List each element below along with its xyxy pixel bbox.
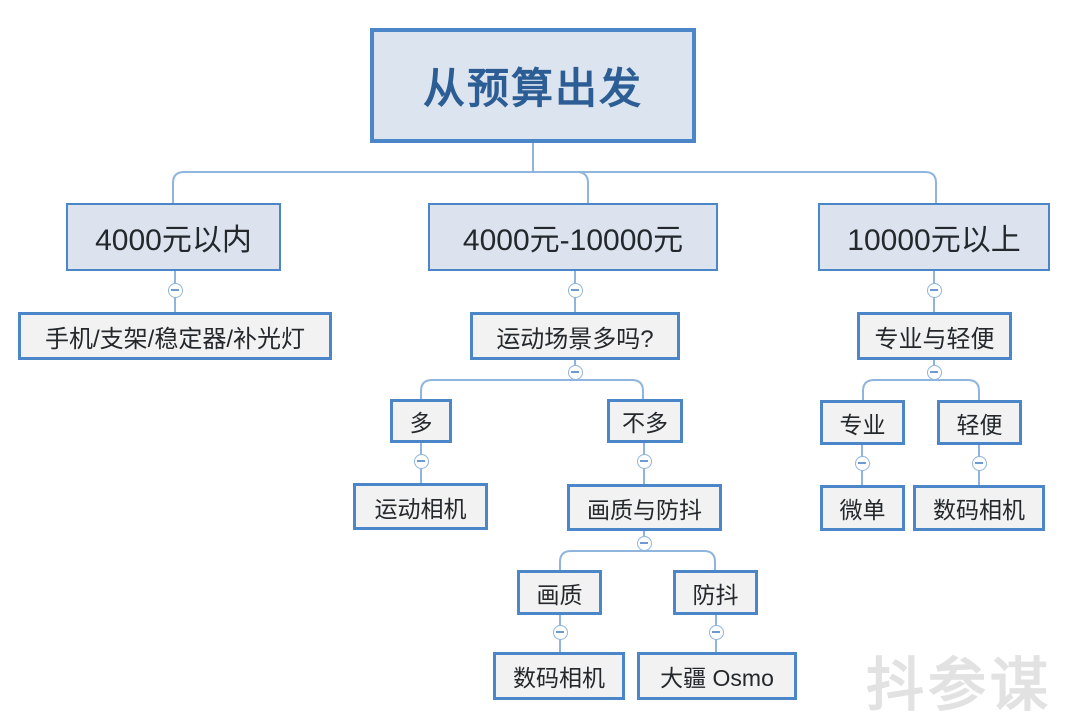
- node-budget-mid-label: 4000元-10000元: [462, 224, 684, 257]
- edge-prolight-to-light: [934, 379, 980, 400]
- node-root-label: 从预算出发: [422, 65, 643, 112]
- collapse-toggle-professional[interactable]: [854, 455, 870, 471]
- node-sports-camera-label: 运动相机: [374, 495, 467, 522]
- node-quality-stabilize-label: 画质与防抖: [587, 496, 702, 523]
- edge-root-to-high: [533, 171, 937, 203]
- node-sports-question-label: 运动场景多吗?: [496, 325, 654, 353]
- node-quality-digital-camera-label: 数码相机: [513, 665, 605, 691]
- collapse-toggle-pro-vs-light[interactable]: [926, 364, 942, 380]
- edge-qualitystab-to-stabilize: [644, 550, 716, 570]
- collapse-toggle-budget-low[interactable]: [167, 282, 183, 298]
- edge-root-to-low: [172, 171, 533, 203]
- node-budget-low-gear-label: 手机/支架/稳定器/补光灯: [44, 325, 305, 353]
- collapse-toggle-sports-few[interactable]: [636, 453, 652, 469]
- node-quality-stabilize[interactable]: 画质与防抖: [567, 484, 722, 531]
- node-budget-low-gear[interactable]: 手机/支架/稳定器/补光灯: [18, 312, 332, 360]
- node-dji-osmo[interactable]: 大疆 Osmo: [637, 652, 797, 700]
- collapse-toggle-lightweight[interactable]: [971, 455, 987, 471]
- node-professional[interactable]: 专业: [820, 400, 905, 445]
- edge-root-to-mid: [533, 171, 589, 203]
- node-lightweight-label: 轻便: [956, 411, 1003, 438]
- node-dji-osmo-label: 大疆 Osmo: [660, 665, 774, 691]
- node-quality-label: 画质: [536, 581, 583, 608]
- node-stabilize-label: 防抖: [692, 581, 739, 608]
- node-quality[interactable]: 画质: [517, 570, 602, 615]
- node-budget-high[interactable]: 10000元以上: [818, 203, 1050, 271]
- node-mirrorless[interactable]: 微单: [820, 485, 905, 531]
- edge-question-to-few: [575, 379, 644, 399]
- node-sports-few-label: 不多: [622, 410, 668, 436]
- collapse-toggle-quality[interactable]: [552, 624, 568, 640]
- node-pro-vs-light-label: 专业与轻便: [874, 325, 995, 353]
- node-sports-many-label: 多: [409, 410, 433, 436]
- node-stabilize[interactable]: 防抖: [673, 570, 758, 615]
- node-light-digital-camera-label: 数码相机: [933, 497, 1025, 523]
- node-quality-digital-camera[interactable]: 数码相机: [493, 652, 625, 700]
- node-mirrorless-label: 微单: [839, 497, 886, 523]
- collapse-toggle-budget-mid[interactable]: [567, 282, 583, 298]
- collapse-toggle-sports-question[interactable]: [567, 364, 583, 380]
- node-lightweight[interactable]: 轻便: [937, 400, 1022, 445]
- node-professional-label: 专业: [839, 411, 886, 438]
- collapse-toggle-quality-stabilize[interactable]: [636, 535, 652, 551]
- node-budget-low-label: 4000元以内: [95, 224, 252, 257]
- node-light-digital-camera[interactable]: 数码相机: [913, 485, 1045, 531]
- node-root[interactable]: 从预算出发: [370, 28, 696, 143]
- node-sports-many[interactable]: 多: [390, 399, 452, 443]
- edge-question-to-many: [420, 379, 575, 399]
- node-sports-camera[interactable]: 运动相机: [353, 483, 488, 530]
- edge-prolight-to-pro: [862, 379, 934, 400]
- node-sports-question[interactable]: 运动场景多吗?: [470, 312, 680, 360]
- collapse-toggle-sports-many[interactable]: [413, 453, 429, 469]
- node-budget-low[interactable]: 4000元以内: [66, 203, 281, 271]
- edge-qualitystab-to-quality: [559, 550, 644, 570]
- node-sports-few[interactable]: 不多: [607, 399, 683, 443]
- collapse-toggle-stabilize[interactable]: [708, 624, 724, 640]
- watermark-text: 抖参谋: [866, 653, 1053, 718]
- node-budget-mid[interactable]: 4000元-10000元: [428, 203, 718, 271]
- node-pro-vs-light[interactable]: 专业与轻便: [857, 312, 1012, 360]
- node-budget-high-label: 10000元以上: [847, 224, 1021, 257]
- collapse-toggle-budget-high[interactable]: [926, 282, 942, 298]
